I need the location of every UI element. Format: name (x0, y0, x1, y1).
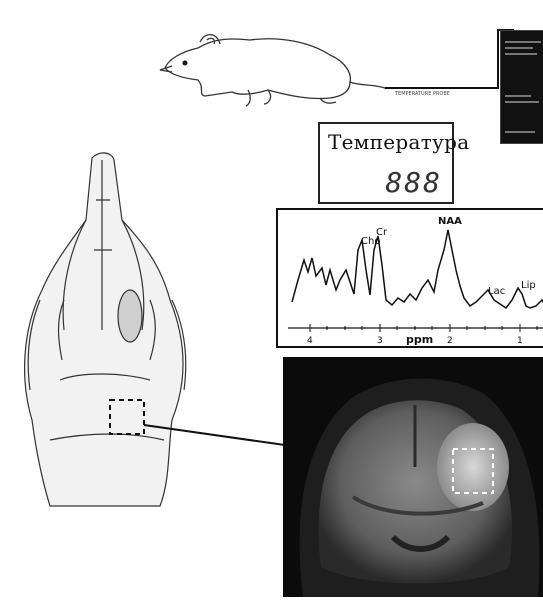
axis-label-ppm: ppm (406, 333, 433, 346)
skull-illustration (25, 153, 186, 506)
bright-lesion (437, 423, 509, 511)
probe-cable (385, 30, 514, 88)
mri-brain-image (283, 357, 543, 597)
spectrum-trace (292, 230, 543, 310)
monitoring-device (500, 30, 543, 144)
tick-label-4: 4 (307, 336, 313, 346)
peak-label-naa: NAA (438, 216, 462, 227)
mri-drawing (283, 357, 543, 597)
peak-label-lip: Lip (521, 280, 536, 291)
temperature-label: Температура (328, 130, 469, 154)
spectrum-plot: Cho Cr NAA Lac Lip 4 3 2 1 ppm (278, 210, 543, 346)
tick-label-3: 3 (377, 336, 383, 346)
peak-label-lac: Lac (488, 286, 505, 297)
tick-label-2: 2 (447, 336, 453, 346)
peak-label-cr: Cr (376, 227, 388, 238)
temperature-display: Температура 888 (318, 122, 454, 204)
mr-spectrum-panel: Cho Cr NAA Lac Lip 4 3 2 1 ppm (276, 208, 543, 348)
probe-label: TEMPERATURE PROBE (395, 91, 450, 97)
tick-label-1: 1 (517, 336, 523, 346)
rat-eye (183, 61, 188, 66)
temperature-value: 888 (385, 166, 442, 199)
